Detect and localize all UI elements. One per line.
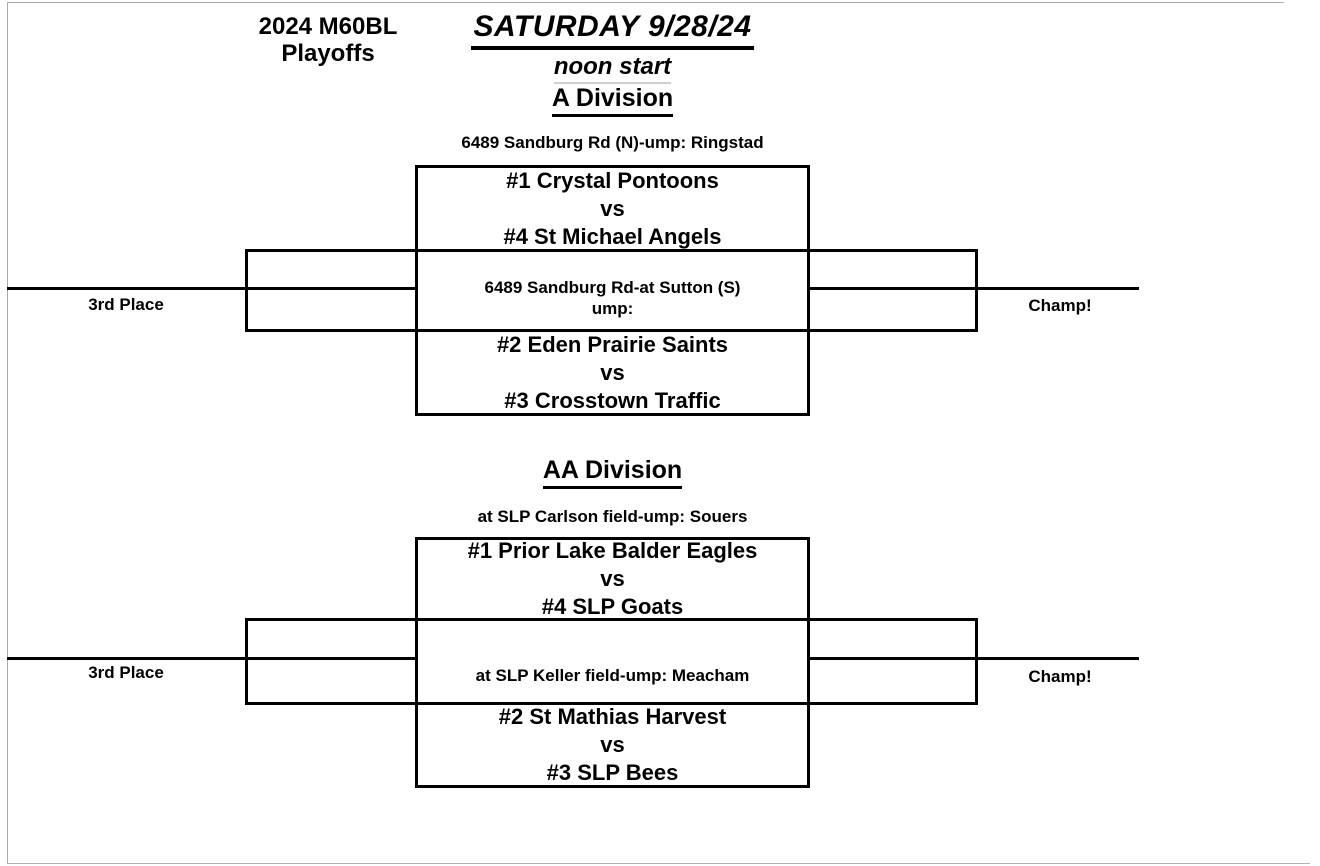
champ-connector-a <box>810 249 978 332</box>
final-location-a: 6489 Sandburg Rd-at Sutton (S) <box>484 277 741 297</box>
final-band-a: 6489 Sandburg Rd-at Sutton (S) ump: <box>415 252 810 329</box>
vs-label: vs <box>600 359 625 385</box>
team-a-seed1: #1 Crystal Pontoons <box>506 167 719 193</box>
semifinal-location-aa: at SLP Carlson field-ump: Souers <box>477 507 748 526</box>
event-title: 2024 M60BL Playoffs <box>243 13 413 67</box>
team-aa-seed3: #3 SLP Bees <box>546 760 679 785</box>
event-title-line2: Playoffs <box>281 40 375 67</box>
third-place-connector-a <box>245 249 415 332</box>
team-a-seed4: #4 St Michael Angels <box>503 223 722 249</box>
vs-label: vs <box>600 732 625 757</box>
third-place-label-aa: 3rd Place <box>88 663 164 682</box>
team-aa-seed2: #2 St Mathias Harvest <box>498 704 727 729</box>
sheet-border-left <box>7 2 8 864</box>
third-place-connector-aa <box>245 618 415 705</box>
division-heading-a: A Division <box>415 84 810 117</box>
date-heading: SATURDAY 9/28/24 <box>415 10 810 50</box>
vs-label: vs <box>600 195 625 221</box>
game1-box-a: #1 Crystal Pontoons vs #4 St Michael Ang… <box>415 165 810 252</box>
game2-box-aa: #2 St Mathias Harvest vs #3 SLP Bees <box>415 702 810 788</box>
team-aa-seed1: #1 Prior Lake Balder Eagles <box>467 538 758 563</box>
event-title-line1: 2024 M60BL <box>258 13 398 40</box>
third-place-line-aa <box>7 657 415 660</box>
game2-box-a: #2 Eden Prairie Saints vs #3 Crosstown T… <box>415 329 810 416</box>
champ-line-a <box>810 287 1139 290</box>
vs-label: vs <box>600 566 625 591</box>
sheet-border-bottom <box>7 863 1310 864</box>
third-place-line-a <box>7 287 415 290</box>
champ-label-aa: Champ! <box>1028 667 1092 686</box>
champ-label-a: Champ! <box>1028 296 1092 315</box>
champ-line-aa <box>810 657 1139 660</box>
final-ump-a: ump: <box>591 298 634 318</box>
game1-box-aa: #1 Prior Lake Balder Eagles vs #4 SLP Go… <box>415 537 810 621</box>
time-heading: noon start <box>415 53 810 84</box>
division-heading-aa: AA Division <box>415 456 810 489</box>
team-a-seed3: #3 Crosstown Traffic <box>504 387 721 413</box>
team-aa-seed4: #4 SLP Goats <box>541 594 684 619</box>
sheet-border-top <box>7 2 1284 3</box>
third-place-label-a: 3rd Place <box>88 295 164 314</box>
team-a-seed2: #2 Eden Prairie Saints <box>496 331 729 357</box>
final-location-aa: at SLP Keller field-ump: Meacham <box>475 666 750 685</box>
champ-connector-aa <box>810 618 978 705</box>
semifinal-location-a: 6489 Sandburg Rd (N)-ump: Ringstad <box>461 133 764 152</box>
final-band-aa: at SLP Keller field-ump: Meacham <box>415 621 810 702</box>
